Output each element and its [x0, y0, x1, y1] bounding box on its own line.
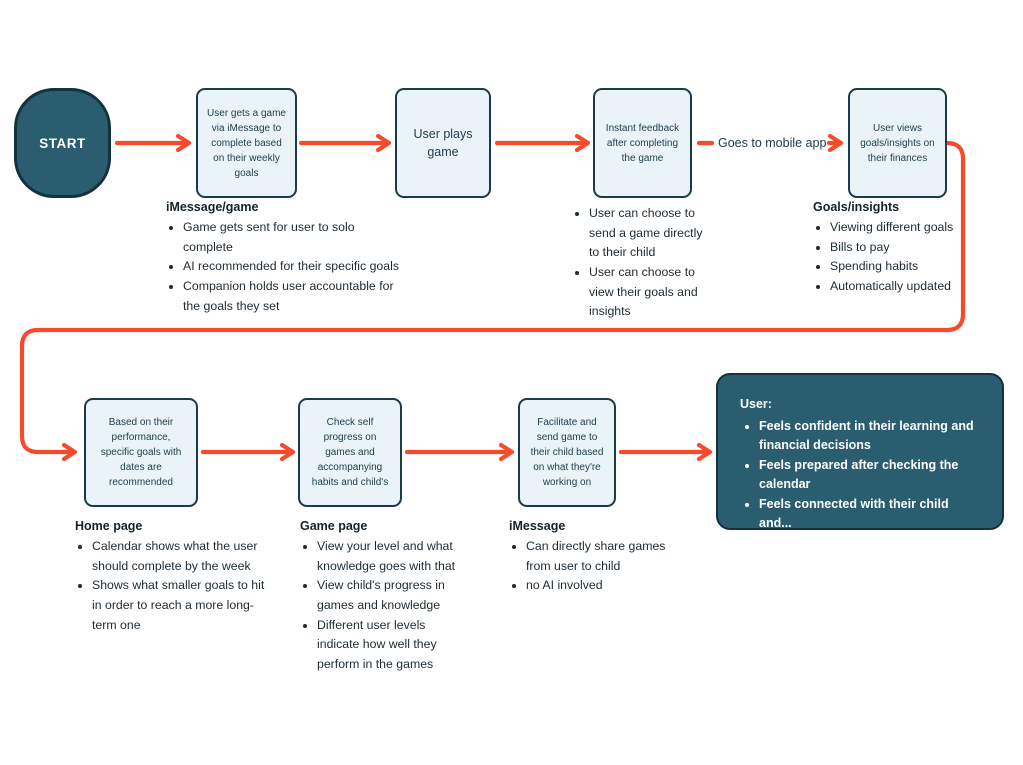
annotation-imessage-game: iMessage/game Game gets sent for user to… — [166, 200, 422, 316]
bullet-item: AI recommended for their specific goals — [183, 257, 422, 277]
end-node-user-outcomes: User: Feels confident in their learning … — [716, 373, 1004, 530]
annotation-home-page: Home page Calendar shows what the user s… — [75, 519, 315, 635]
flow-node-imessage-game: User gets a game via iMessage to complet… — [196, 88, 297, 198]
bullet-item: Game gets sent for user to solo complete — [183, 218, 422, 257]
annotation-imessage: iMessage Can directly share games from u… — [509, 519, 699, 596]
annotation-bullet-list: Can directly share games from user to ch… — [509, 537, 699, 596]
start-node: START — [14, 88, 111, 198]
end-node-bullet-list: Feels confident in their learning and fi… — [740, 417, 980, 533]
annotation-bullet-list: View your level and what knowledge goes … — [300, 537, 495, 675]
flow-node-user-plays-game: User plays game — [395, 88, 491, 198]
annotation-bullet-list: Calendar shows what the user should comp… — [75, 537, 315, 635]
flow-node-views-goals-insights: User views goals/insights on their finan… — [848, 88, 947, 198]
bullet-item: Viewing different goals — [830, 218, 1003, 238]
bullet-item: Automatically updated — [830, 277, 1003, 297]
bullet-item: Spending habits — [830, 257, 1003, 277]
annotation-game-page: Game page View your level and what knowl… — [300, 519, 495, 675]
loopback-step4-to-step5 — [19, 140, 966, 462]
annotation-feedback-options: User can choose to send a game directly … — [572, 204, 722, 322]
bullet-item: Bills to pay — [830, 238, 1003, 258]
bullet-item: Different user levels indicate how well … — [317, 616, 495, 675]
bullet-item: Feels connected with their child and... — [759, 495, 980, 534]
bullet-item: no AI involved — [526, 576, 699, 596]
annotation-bullet-list: User can choose to send a game directly … — [572, 204, 722, 322]
bullet-item: Companion holds user accountable for the… — [183, 277, 422, 316]
annotation-heading: Game page — [300, 519, 368, 533]
flow-node-check-progress: Check self progress on games and accompa… — [298, 398, 402, 507]
annotation-heading: Goals/insights — [813, 200, 900, 214]
edge-label-goes-to-mobile-app: Goes to mobile app — [718, 136, 827, 150]
annotation-goals-insights: Goals/insights Viewing different goalsBi… — [813, 200, 1003, 297]
annotation-bullet-list: Game gets sent for user to solo complete… — [166, 218, 422, 316]
annotation-heading: iMessage/game — [166, 200, 259, 214]
annotation-heading: iMessage — [509, 519, 566, 533]
bullet-item: User can choose to send a game directly … — [589, 204, 722, 263]
flow-node-instant-feedback: Instant feedback after completing the ga… — [593, 88, 692, 198]
bullet-item: Calendar shows what the user should comp… — [92, 537, 315, 576]
bullet-item: User can choose to view their goals and … — [589, 263, 722, 322]
bullet-item: Shows what smaller goals to hit in order… — [92, 576, 315, 635]
flow-node-send-game-to-child: Facilitate and send game to their child … — [518, 398, 616, 507]
end-node-title: User: — [740, 397, 772, 411]
bullet-item: Can directly share games from user to ch… — [526, 537, 699, 576]
flow-node-goals-recommended: Based on their performance, specific goa… — [84, 398, 198, 507]
bullet-item: View child's progress in games and knowl… — [317, 576, 495, 615]
annotation-bullet-list: Viewing different goalsBills to paySpend… — [813, 218, 1003, 297]
bullet-item: Feels prepared after checking the calend… — [759, 456, 980, 495]
annotation-heading: Home page — [75, 519, 143, 533]
bullet-item: View your level and what knowledge goes … — [317, 537, 495, 576]
bullet-item: Feels confident in their learning and fi… — [759, 417, 980, 456]
